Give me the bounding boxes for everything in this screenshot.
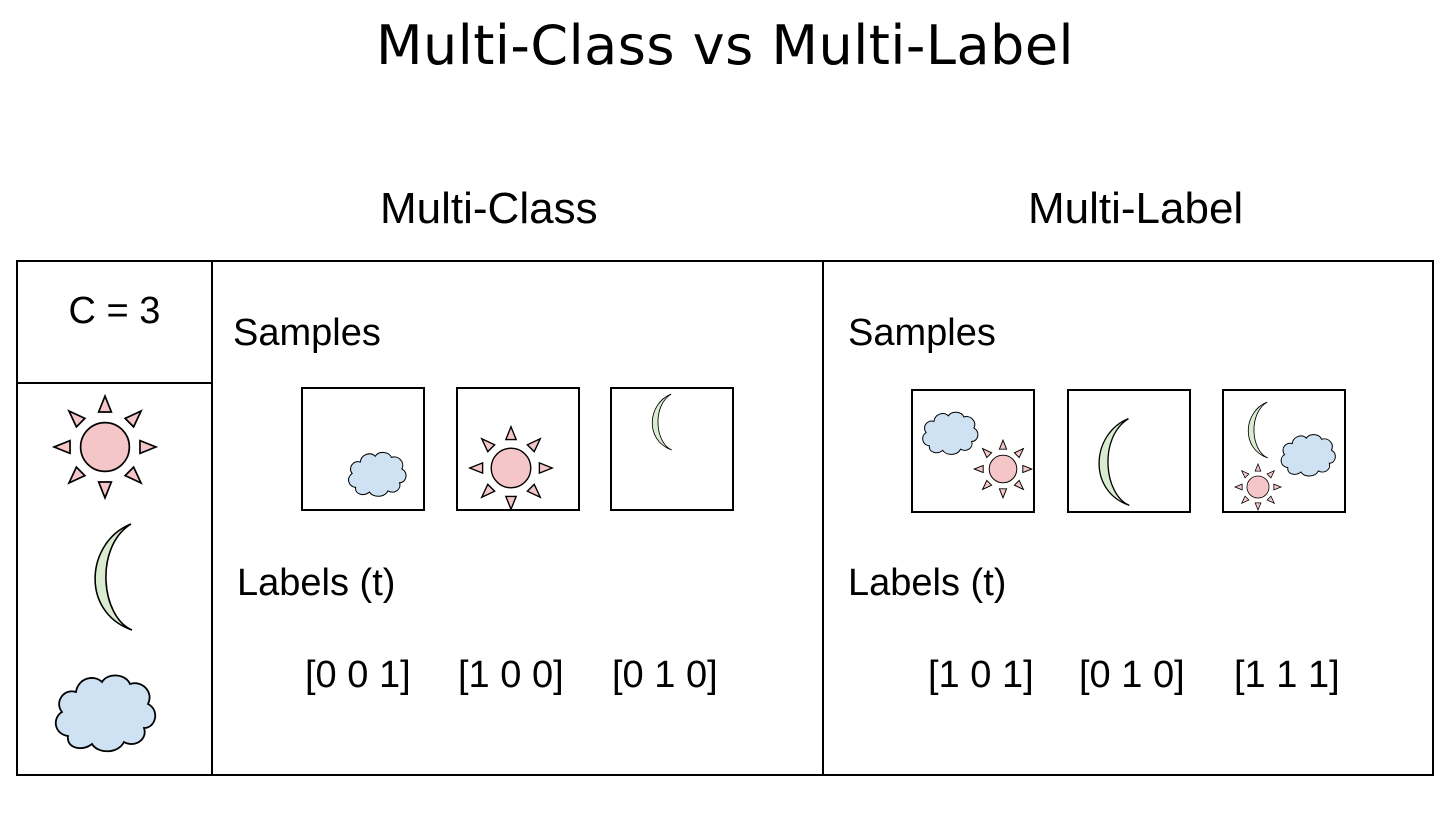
multilabel-sample-3 (1222, 389, 1346, 513)
multiclass-label-1: [0 0 1] (305, 654, 411, 696)
multilabel-labels-label: Labels (t) (848, 562, 1007, 604)
multilabel-label-2: [0 1 0] (1079, 654, 1185, 696)
multiclass-heading: Multi-Class (380, 184, 598, 233)
multiclass-label-3: [0 1 0] (612, 654, 718, 696)
moon-icon (642, 393, 674, 451)
multiclass-panel: Samples Labels (t) [0 0 1] [1 0 0] [0 1 … (211, 260, 824, 776)
multiclass-sample-2 (456, 387, 580, 511)
page-title: Multi-Class vs Multi-Label (375, 14, 1075, 77)
multilabel-label-3: [1 1 1] (1234, 654, 1340, 696)
sun-icon (52, 394, 158, 500)
multiclass-labels-label: Labels (t) (237, 562, 396, 604)
sun-icon (1234, 463, 1282, 511)
cloud-icon (343, 447, 411, 499)
cloud-icon (1278, 429, 1338, 479)
moon-icon (76, 520, 136, 634)
cloud-icon (919, 407, 981, 457)
multilabel-panel: Samples Labels (t) [1 0 1] [0 1 0] [1 1 … (822, 260, 1434, 776)
multiclass-label-2: [1 0 0] (458, 654, 564, 696)
multiclass-sample-3 (610, 387, 734, 511)
multiclass-sample-1 (301, 387, 425, 511)
multilabel-sample-1 (911, 389, 1035, 513)
class-count-label: C = 3 (68, 290, 161, 332)
cloud-icon (50, 666, 160, 756)
legend-panel: C = 3 (16, 260, 213, 776)
multiclass-samples-label: Samples (233, 312, 381, 354)
multilabel-samples-label: Samples (848, 312, 996, 354)
moon-icon (1083, 417, 1133, 507)
moon-icon (1238, 401, 1270, 459)
multilabel-heading: Multi-Label (1028, 184, 1244, 233)
sun-icon (973, 439, 1033, 499)
multilabel-sample-2 (1067, 389, 1191, 513)
sun-icon (468, 425, 554, 511)
multilabel-label-1: [1 0 1] (928, 654, 1034, 696)
legend-divider (18, 382, 211, 384)
